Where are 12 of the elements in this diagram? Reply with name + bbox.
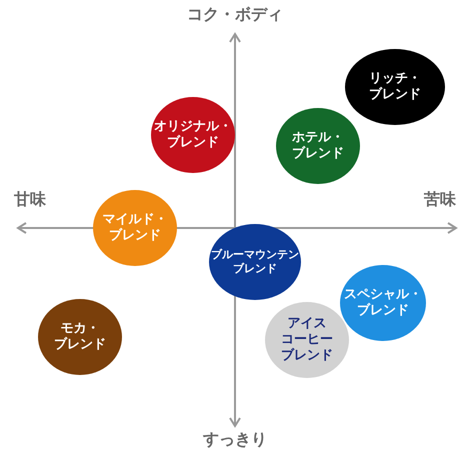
blend-name: アイスコーヒーブレンド	[281, 316, 333, 364]
axis-label: コク・ボディ	[187, 4, 283, 26]
blend-name: オリジナル・ブレンド	[154, 118, 232, 152]
blend-name: モカ・ブレンド	[54, 320, 106, 354]
blend-name: スペシャル・ブレンド	[344, 286, 422, 320]
axis-label: すっきり	[203, 430, 267, 450]
blend-name: リッチ・ブレンド	[369, 70, 421, 104]
blend-name: ブルーマウンテンブレンド	[211, 248, 299, 276]
blend-name: ホテル・ブレンド	[292, 130, 344, 162]
axis-label: 苦味	[424, 190, 456, 210]
axis-label: 甘味	[14, 190, 46, 210]
blend-name: マイルド・ブレンド	[102, 212, 168, 244]
